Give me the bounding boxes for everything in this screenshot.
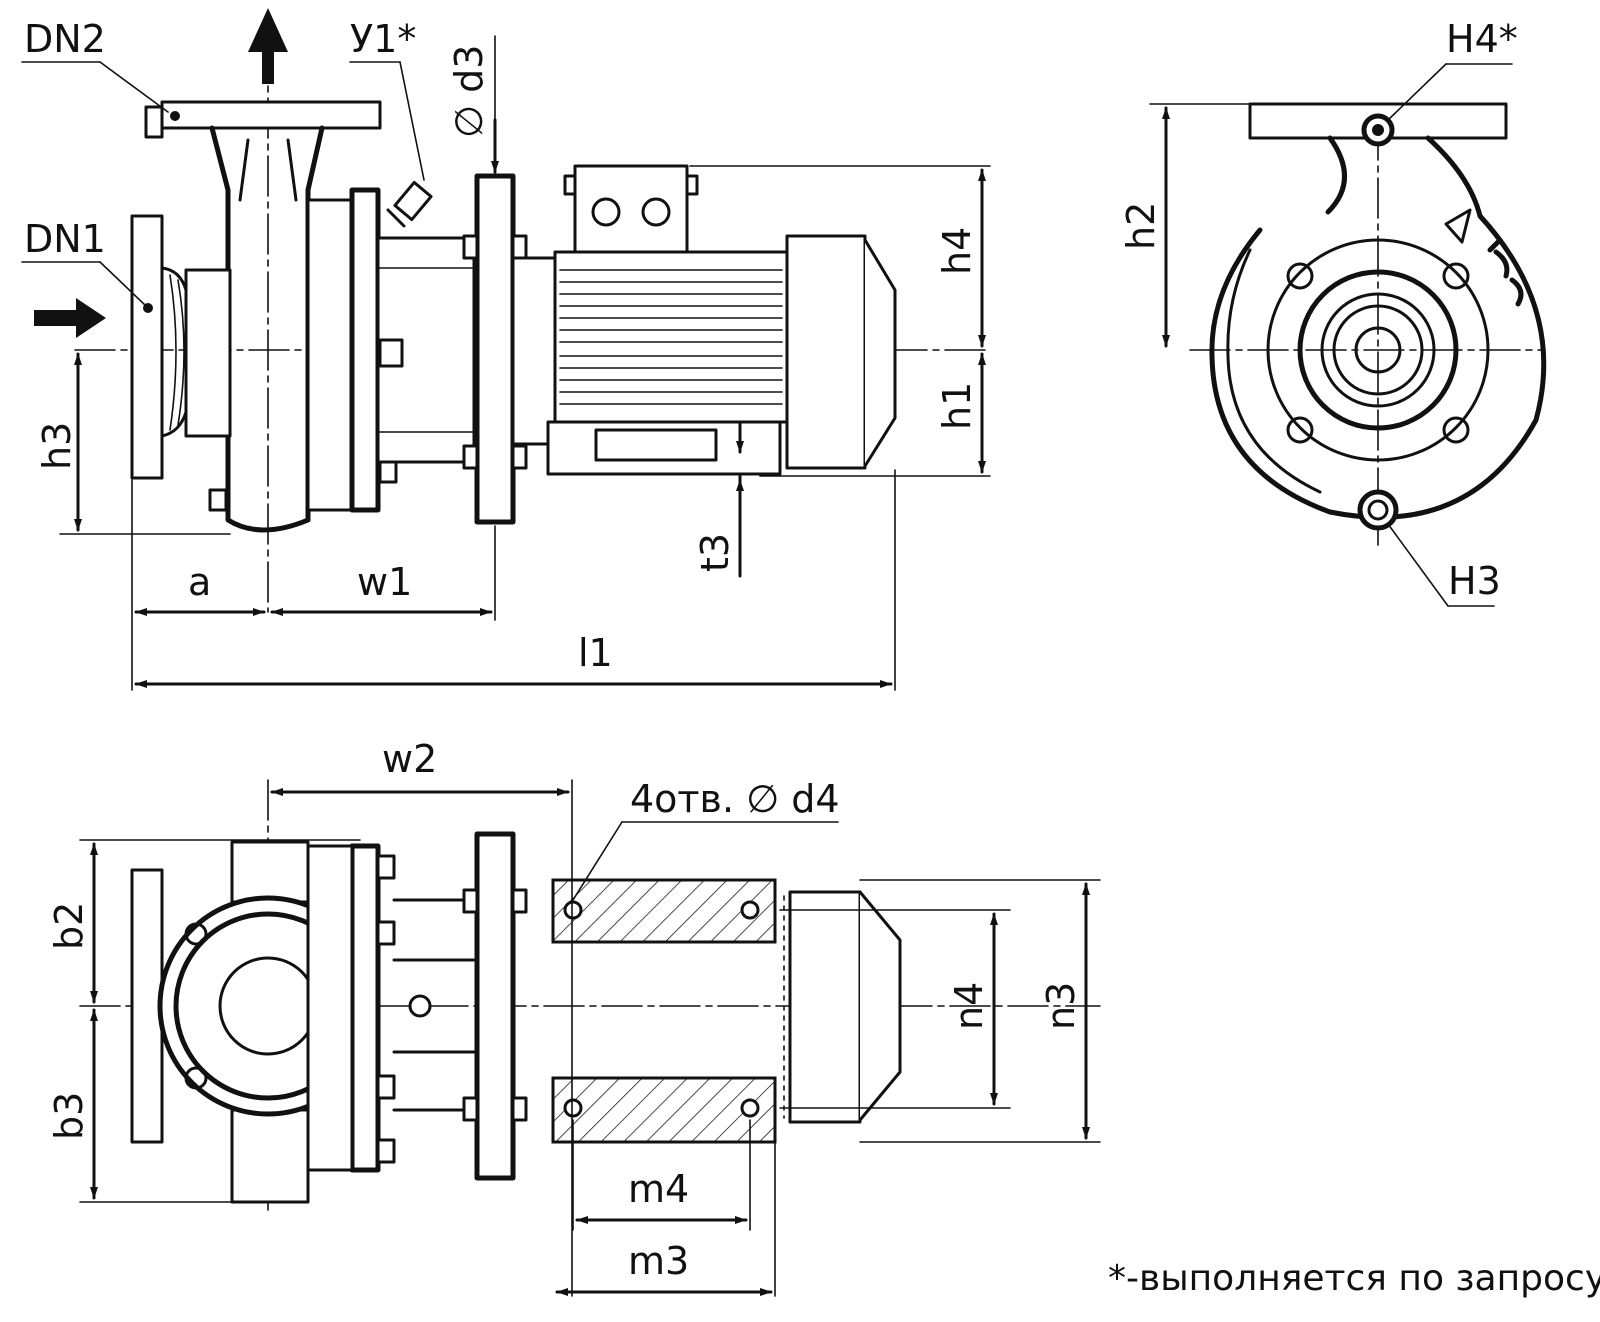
label-b2: b2 <box>47 902 91 950</box>
label-holes: 4отв. ∅ d4 <box>630 777 840 821</box>
plug-H3-icon <box>1357 489 1399 531</box>
top-view: w2 4отв. ∅ d4 b2 b3 n4 n3 m4 m3 <box>47 737 1101 1297</box>
outlet-flow-arrow-icon <box>248 8 288 84</box>
vent-valve <box>386 180 433 228</box>
side-view: h4 h1 h3 t3 ∅ d3 a w1 l1 DN2 DN1 У1 <box>21 8 991 691</box>
impeller-housing <box>1266 238 1490 462</box>
label-y1: У1* <box>350 17 416 61</box>
label-dn2: DN2 <box>24 17 106 61</box>
label-a: a <box>188 560 211 604</box>
label-d3: ∅ d3 <box>447 45 491 138</box>
label-w2: w2 <box>382 737 437 781</box>
label-h4: h4 <box>935 227 979 275</box>
mounting-foot-bottom <box>551 1076 777 1144</box>
outlet-flange <box>160 100 382 130</box>
pump-flange <box>349 187 381 513</box>
motor-fan-cover <box>785 234 867 470</box>
motor-body <box>553 250 789 424</box>
rotation-arrow-icon <box>1444 208 1472 244</box>
inlet-flange <box>130 214 164 480</box>
front-view: h2 H4* H3 <box>1119 17 1547 607</box>
label-n3: n3 <box>1039 982 1083 1030</box>
label-H4: H4* <box>1446 17 1518 61</box>
label-b3: b3 <box>47 1092 91 1140</box>
label-n4: n4 <box>947 982 991 1030</box>
footnote: *-выполняется по запросу <box>1108 1258 1600 1299</box>
label-dn1: DN1 <box>24 217 106 261</box>
mounting-foot-top <box>551 878 777 944</box>
label-h2: h2 <box>1119 202 1163 250</box>
lantern-flange <box>474 173 516 525</box>
brand-logo <box>1487 237 1524 307</box>
label-h3: h3 <box>35 422 79 470</box>
label-m4: m4 <box>628 1167 689 1211</box>
label-H3: H3 <box>1448 559 1501 603</box>
motor-cooling-fins <box>559 269 783 405</box>
label-l1: l1 <box>578 631 613 675</box>
motor-terminal-box <box>573 164 689 254</box>
inlet-flow-arrow-icon <box>34 298 106 338</box>
label-w1: w1 <box>357 560 412 604</box>
label-m3: m3 <box>628 1239 689 1283</box>
label-h1: h1 <box>935 382 979 430</box>
label-t3: t3 <box>693 533 737 572</box>
